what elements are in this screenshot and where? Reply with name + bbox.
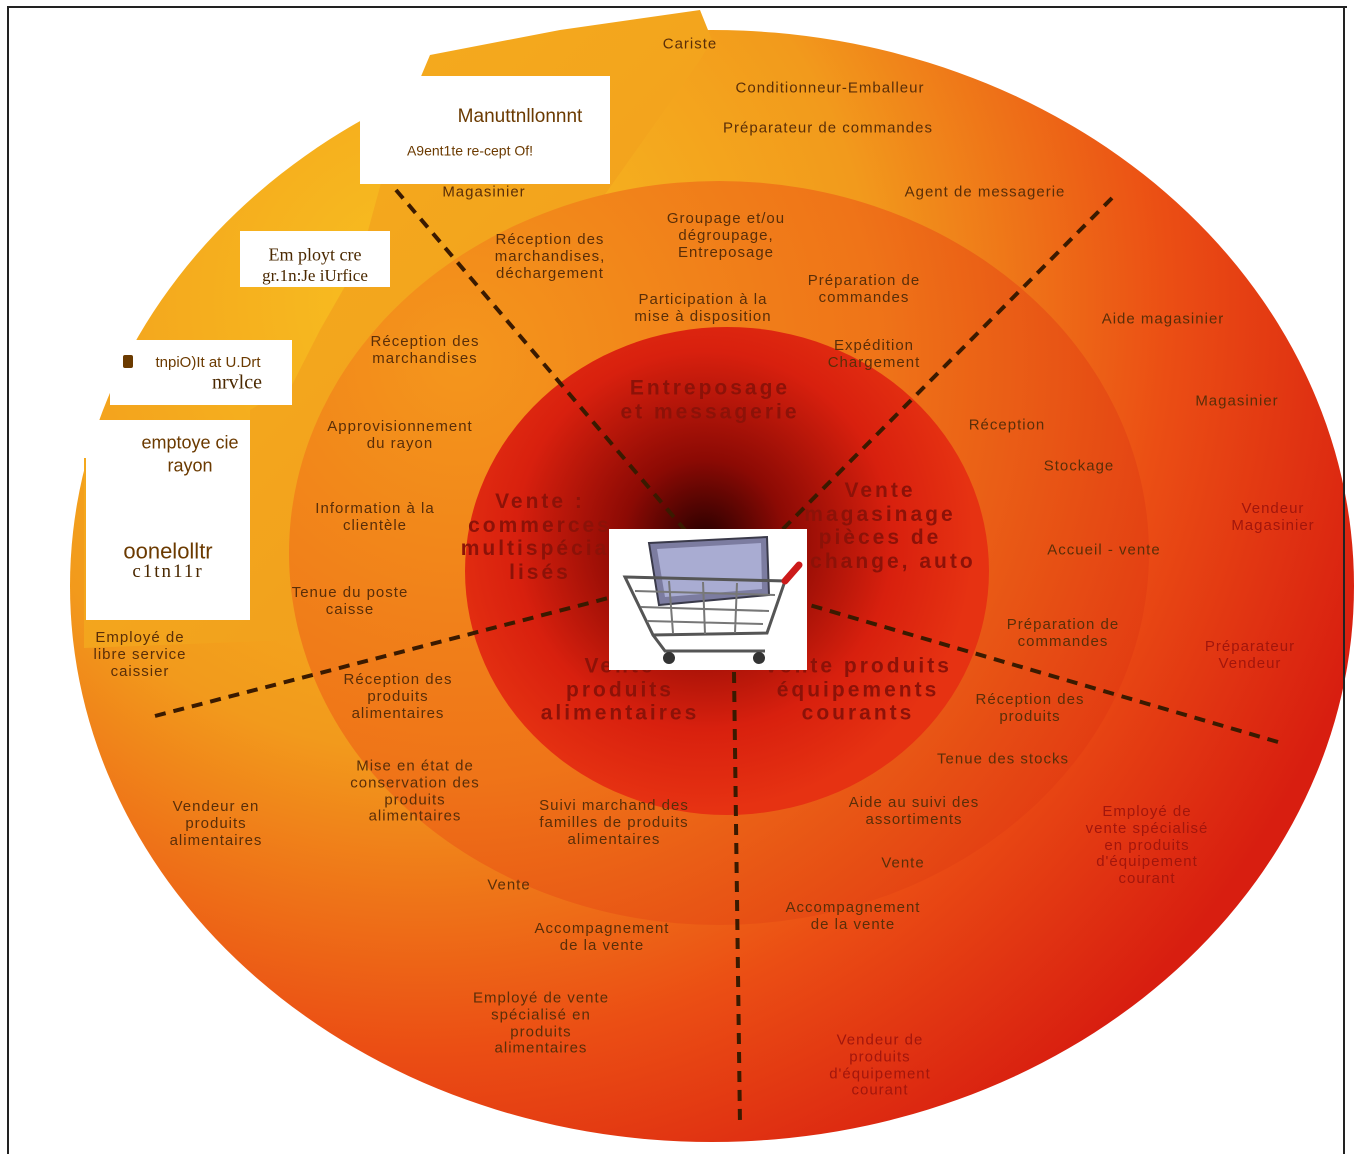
stair-label-grande-surface-2: gr.1n:Je iUrfice xyxy=(262,266,368,286)
label-reception-marchandises: Réception des marchandises xyxy=(370,333,480,367)
label-cariste: Cariste xyxy=(662,35,718,53)
label-accompagnement-left: Accompagnement de la vente xyxy=(534,920,670,954)
label-preparateur-commandes-outer: Préparateur de commandes xyxy=(723,119,933,137)
label-suivi-marchand: Suivi marchand des familles de produits … xyxy=(539,796,689,848)
label-magasinier-top: Magasinier xyxy=(442,183,526,201)
stair-box-manutentionnaire xyxy=(360,76,610,184)
label-magasinier-right: Magasinier xyxy=(1195,392,1279,410)
label-employe-vente-alimentaires: Employé de vente spécialisé en produits … xyxy=(472,989,610,1057)
label-accompagnement-right: Accompagnement de la vente xyxy=(785,899,921,933)
stair-label-caissier-2: c1tn11r xyxy=(132,561,204,583)
divider-left xyxy=(154,594,617,718)
bullet-icon xyxy=(123,355,133,368)
frame-right-border xyxy=(1343,6,1345,1154)
shopping-cart-laptop-icon xyxy=(622,535,803,664)
label-preparateur-vendeur: Préparateur Vendeur xyxy=(1204,638,1296,672)
label-preparation-commandes-top: Préparation de commandes xyxy=(807,272,921,306)
label-approvisionnement: Approvisionnement du rayon xyxy=(327,418,473,452)
label-participation: Participation à la mise à disposition xyxy=(634,291,772,325)
stair-label-grande-surface-1: Em ployt cre xyxy=(268,244,362,265)
label-reception-produits-alimentaires: Réception des produits alimentaires xyxy=(343,670,453,722)
label-reception-right: Réception xyxy=(968,416,1046,434)
sector-dividers xyxy=(154,188,1279,1126)
stair-label-rayon-1: emptoye cie xyxy=(141,432,239,453)
label-vente-right: Vente xyxy=(881,854,925,872)
label-groupage: Groupage et/ou dégroupage, Entreposage xyxy=(666,209,786,261)
stair-label-manutentionnaire: Manuttnllonnnt xyxy=(457,106,583,128)
label-tenue-stocks: Tenue des stocks xyxy=(937,750,1069,768)
stair-label-libre-service-2: nrvlce xyxy=(212,371,262,394)
label-vendeur-equipement: Vendeur de produits d'équipement courant xyxy=(829,1031,931,1099)
label-conditionneur-emballeur: Conditionneur-Emballeur xyxy=(735,79,925,97)
top-gap xyxy=(460,0,726,6)
stair-label-rayon-2: rayon xyxy=(167,455,213,476)
stair-label-caissier-1: oonelolltr xyxy=(123,538,213,564)
stair-label-libre-service-1: tnpiO)It at U.Drt xyxy=(155,354,261,372)
divider-right xyxy=(805,602,1279,744)
label-vendeur-magasinier: Vendeur Magasinier xyxy=(1231,500,1315,534)
label-aide-suivi: Aide au suivi des assortiments xyxy=(848,794,980,828)
label-information-clientele: Information à la clientèle xyxy=(315,500,435,534)
label-employe-libre-service-caissier: Employé de libre service caissier xyxy=(93,628,187,680)
sector-vente-commerces: Vente : commerces multispécia- lisés xyxy=(460,489,620,584)
label-reception-marchandises-dechargement: Réception des marchandises, déchargement xyxy=(494,230,606,282)
stair-box-libre-service xyxy=(110,340,292,405)
frame-top-border xyxy=(7,6,1347,8)
sector-vente-magasinage: Vente magasinage pièces de rechange, aut… xyxy=(784,478,976,573)
frame-left-border xyxy=(7,6,9,1154)
label-agent-messagerie: Agent de messagerie xyxy=(904,183,1066,201)
label-accueil-vente: Accueil - vente xyxy=(1047,541,1161,559)
label-vente-left: Vente xyxy=(487,876,531,894)
staircase-boxes xyxy=(86,76,610,620)
label-stockage: Stockage xyxy=(1043,457,1115,475)
label-reception-produits: Réception des produits xyxy=(975,691,1085,725)
label-aide-magasinier: Aide magasinier xyxy=(1101,310,1225,328)
label-employe-vente-equipement: Employé de vente spécialisé en produits … xyxy=(1085,803,1209,888)
label-vendeur-produits-alimentaires: Vendeur en produits alimentaires xyxy=(169,797,263,849)
label-expedition: Expédition Chargement xyxy=(827,337,921,371)
stair-label-agent-reception: A9ent1te re-cept Of! xyxy=(406,142,534,159)
label-mise-en-etat: Mise en état de conservation des produit… xyxy=(350,757,480,825)
divider-top-right xyxy=(776,196,1114,536)
sector-entreposage: Entreposage et messagerie xyxy=(620,376,800,423)
label-preparation-commandes-right: Préparation de commandes xyxy=(1006,616,1120,650)
stair-box-rayon xyxy=(86,420,250,620)
label-tenue-poste-caisse: Tenue du poste caisse xyxy=(291,584,409,618)
stair-box-grande-surface xyxy=(240,231,390,287)
